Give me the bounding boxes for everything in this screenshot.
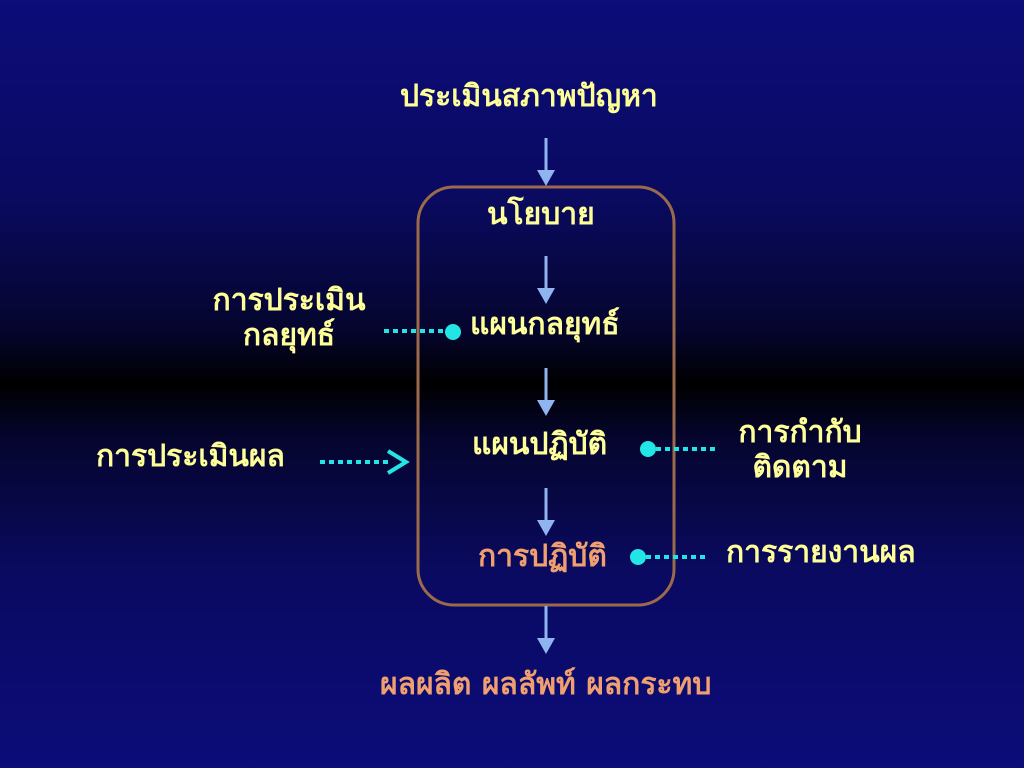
outcomes-label: ผลผลิต ผลลัพท์ ผลกระทบ	[380, 667, 712, 702]
monitoring-line1: การกำกับ	[738, 415, 862, 450]
reporting-label: การรายงานผล	[726, 535, 916, 570]
monitoring-label: การกำกับ ติดตาม	[722, 415, 878, 485]
monitoring-connector	[640, 441, 718, 457]
flow-arrow-3	[537, 368, 555, 416]
strategy-assessment-line2: กลยุทธ์	[242, 317, 336, 353]
assess-problem-label: ประเมินสภาพปัญหา	[400, 79, 658, 114]
policy-label: นโยบาย	[487, 197, 595, 232]
process-frame	[416, 185, 676, 607]
implementation-label: การปฏิบัติ	[478, 539, 607, 574]
strategy-assessment-label: การประเมิน กลยุทธ์	[196, 283, 382, 353]
flow-arrow-2	[537, 256, 555, 304]
strategic-plan-label: แผนกลยุทธ์	[470, 307, 620, 342]
monitoring-line2: ติดตาม	[752, 449, 848, 485]
evaluation-connector	[320, 449, 410, 475]
action-plan-label: แผนปฏิบัติ	[472, 427, 608, 462]
flow-arrow-4	[537, 488, 555, 536]
flow-arrow-1	[537, 138, 555, 186]
evaluation-label: การประเมินผล	[96, 439, 285, 474]
reporting-connector	[630, 549, 708, 565]
flow-arrow-5	[537, 606, 555, 654]
strategy-assessment-connector	[384, 324, 461, 340]
strategy-assessment-line1: การประเมิน	[212, 283, 366, 318]
